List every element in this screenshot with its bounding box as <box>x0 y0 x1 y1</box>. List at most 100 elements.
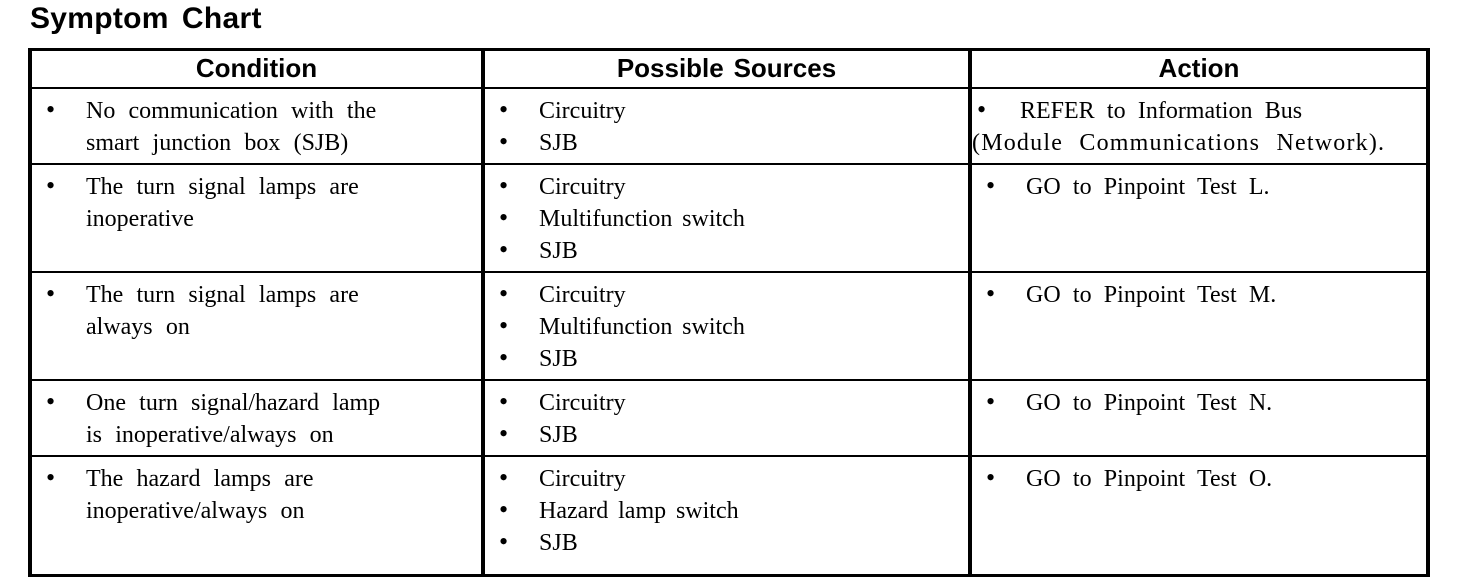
item-text-line: (Module Communications Network). <box>972 129 1386 156</box>
item-text-line: The hazard lamps are <box>86 465 314 492</box>
possible-sources-cell: • Circuitry • Multifunction switch • SJB <box>481 270 972 381</box>
bullet-icon: • <box>986 462 996 492</box>
column-header-possible-sources: Possible Sources <box>481 48 972 89</box>
item-text-line: always on <box>86 313 190 340</box>
item-text-line: SJB <box>539 237 578 264</box>
bullet-icon: • <box>499 310 509 340</box>
list-item: • GO to Pinpoint Test N. <box>972 387 1422 419</box>
item-text-line: Circuitry <box>539 281 626 308</box>
possible-sources-cell: • Circuitry • Multifunction switch • SJB <box>481 162 972 273</box>
list-item: • Circuitry <box>485 171 964 203</box>
bullet-icon: • <box>499 418 509 448</box>
item-text-line: The turn signal lamps are <box>86 173 359 200</box>
bullet-icon: • <box>46 278 56 308</box>
list-item: • GO to Pinpoint Test O. <box>972 463 1422 495</box>
list-item: • Circuitry <box>485 279 964 311</box>
list-item: • Circuitry <box>485 95 964 127</box>
item-text-line: The turn signal lamps are <box>86 281 359 308</box>
list-item: • GO to Pinpoint Test L. <box>972 171 1422 203</box>
item-text-line: Circuitry <box>539 173 626 200</box>
list-item: • REFER to Information Bus (Module Commun… <box>972 95 1422 159</box>
condition-cell: • The turn signal lamps are inoperative <box>28 162 485 273</box>
bullet-icon: • <box>499 462 509 492</box>
item-text-line: GO to Pinpoint Test N. <box>1026 389 1273 416</box>
item-text-line: inoperative/always on <box>86 497 305 524</box>
table-row: • The hazard lamps are inoperative/alway… <box>28 454 1430 577</box>
bullet-icon: • <box>986 170 996 200</box>
bullet-icon: • <box>499 278 509 308</box>
list-item: • No communication with the smart juncti… <box>32 95 477 159</box>
item-text-line: Circuitry <box>539 465 626 492</box>
possible-sources-cell: • Circuitry • SJB <box>481 378 972 457</box>
bullet-icon: • <box>499 494 509 524</box>
list-item: • SJB <box>485 127 964 159</box>
item-text-line: No communication with the <box>86 97 377 124</box>
bullet-icon: • <box>499 170 509 200</box>
list-item: • The turn signal lamps are always on <box>32 279 477 343</box>
column-header-action: Action <box>968 48 1430 89</box>
list-item: • The hazard lamps are inoperative/alway… <box>32 463 477 527</box>
list-item: • The turn signal lamps are inoperative <box>32 171 477 235</box>
table-row: • The turn signal lamps are always on • … <box>28 270 1430 381</box>
symptom-chart-table: Condition Possible Sources Action • No c… <box>28 48 1430 577</box>
item-text-line: inoperative <box>86 205 194 232</box>
bullet-icon: • <box>499 386 509 416</box>
list-item: • SJB <box>485 419 964 451</box>
table-row: • No communication with the smart juncti… <box>28 86 1430 165</box>
condition-cell: • No communication with the smart juncti… <box>28 86 485 165</box>
bullet-icon: • <box>46 94 56 124</box>
item-text-line: GO to Pinpoint Test M. <box>1026 281 1277 308</box>
item-text-line: Hazard lamp switch <box>539 497 739 524</box>
bullet-icon: • <box>977 94 987 124</box>
bullet-icon: • <box>499 94 509 124</box>
bullet-icon: • <box>986 278 996 308</box>
item-text-line: Multifunction switch <box>539 205 745 232</box>
item-text-line: GO to Pinpoint Test O. <box>1026 465 1273 492</box>
bullet-icon: • <box>499 234 509 264</box>
list-item: • GO to Pinpoint Test M. <box>972 279 1422 311</box>
page-title: Symptom Chart <box>30 2 262 35</box>
bullet-icon: • <box>986 386 996 416</box>
list-item: • Circuitry <box>485 387 964 419</box>
item-text-line: smart junction box (SJB) <box>86 129 349 156</box>
table-row: • The turn signal lamps are inoperative … <box>28 162 1430 273</box>
condition-cell: • One turn signal/hazard lamp is inopera… <box>28 378 485 457</box>
item-text-line: Multifunction switch <box>539 313 745 340</box>
possible-sources-cell: • Circuitry • SJB <box>481 86 972 165</box>
action-text: REFER to Information Bus <box>1020 97 1303 124</box>
item-text-line: Circuitry <box>539 97 626 124</box>
bullet-icon: • <box>499 202 509 232</box>
item-text-line: SJB <box>539 129 578 156</box>
column-header-condition: Condition <box>28 48 485 89</box>
bullet-icon: • <box>46 462 56 492</box>
bullet-icon: • <box>46 386 56 416</box>
possible-sources-cell: • Circuitry • Hazard lamp switch • SJB <box>481 454 972 577</box>
bullet-icon: • <box>499 526 509 556</box>
item-text-line: SJB <box>539 345 578 372</box>
table-header-row: Condition Possible Sources Action <box>28 48 1430 89</box>
list-item: • Hazard lamp switch <box>485 495 964 527</box>
item-text-line: GO to Pinpoint Test L. <box>1026 173 1270 200</box>
bullet-icon: • <box>46 170 56 200</box>
condition-cell: • The hazard lamps are inoperative/alway… <box>28 454 485 577</box>
action-cell: • GO to Pinpoint Test N. <box>968 378 1430 457</box>
list-item: • Multifunction switch <box>485 203 964 235</box>
action-cell: • GO to Pinpoint Test O. <box>968 454 1430 577</box>
bullet-icon: • <box>499 342 509 372</box>
list-item: • One turn signal/hazard lamp is inopera… <box>32 387 477 451</box>
action-cell: • GO to Pinpoint Test M. <box>968 270 1430 381</box>
item-text-line: Circuitry <box>539 389 626 416</box>
table-row: • One turn signal/hazard lamp is inopera… <box>28 378 1430 457</box>
list-item: • SJB <box>485 235 964 267</box>
item-text-line: • REFER to Information Bus <box>972 95 1422 127</box>
bullet-icon: • <box>499 126 509 156</box>
list-item: • Multifunction switch <box>485 311 964 343</box>
list-item: • SJB <box>485 343 964 375</box>
item-text-line: SJB <box>539 529 578 556</box>
list-item: • SJB <box>485 527 964 559</box>
action-cell: • GO to Pinpoint Test L. <box>968 162 1430 273</box>
item-text-line: One turn signal/hazard lamp <box>86 389 381 416</box>
list-item: • Circuitry <box>485 463 964 495</box>
condition-cell: • The turn signal lamps are always on <box>28 270 485 381</box>
item-text-line: is inoperative/always on <box>86 421 334 448</box>
